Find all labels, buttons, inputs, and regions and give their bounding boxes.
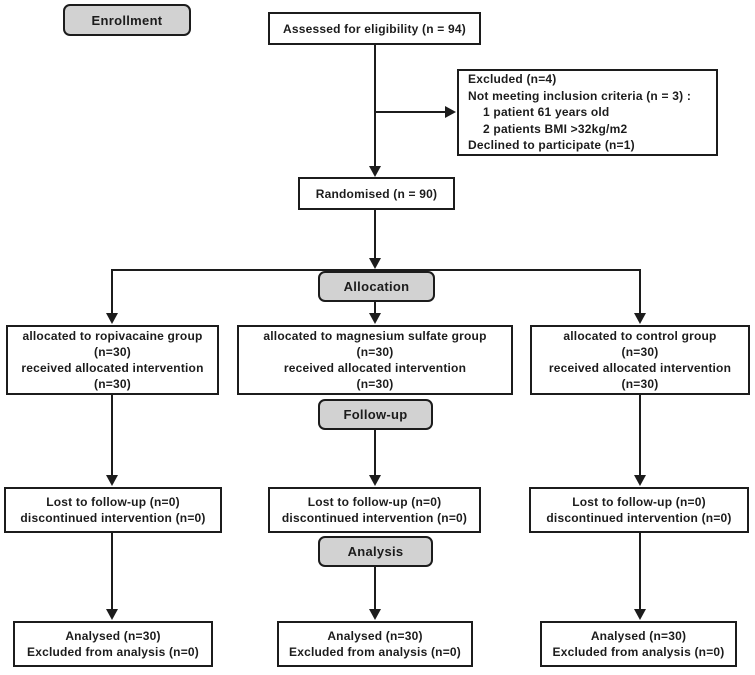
follow-up-box-control: Lost to follow-up (n=0) discontinued int… <box>529 487 749 533</box>
analysis-box-ropivacaine: Analysed (n=30) Excluded from analysis (… <box>13 621 213 667</box>
arrowhead-into-ropivacaine-allocation-icon <box>106 313 118 324</box>
allocation-line: (n=30) <box>621 345 659 359</box>
line-split-to-magnesium <box>374 300 376 314</box>
arrowhead-into-split-icon <box>369 258 381 269</box>
allocation-line: received allocated intervention <box>548 361 732 375</box>
arrowhead-into-magnesium-follow-up-icon <box>369 475 381 486</box>
allocation-line: allocated to magnesium sulfate group <box>263 329 487 343</box>
analysis-line: Excluded from analysis (n=0) <box>552 645 725 659</box>
allocation-line: allocated to control group <box>563 329 717 343</box>
line-randomised-to-split <box>374 210 376 259</box>
analysis-line: Analysed (n=30) <box>65 629 161 643</box>
arrowhead-into-control-analysis-icon <box>634 609 646 620</box>
excluded-line: Declined to participate (n=1) <box>468 138 635 153</box>
line-magnesium-to-follow-up <box>374 430 376 476</box>
stage-label-enrollment: Enrollment <box>63 4 191 36</box>
analysis-line: Excluded from analysis (n=0) <box>289 645 461 659</box>
assessed-eligibility-box: Assessed for eligibility (n = 94) <box>268 12 481 45</box>
follow-up-line: discontinued intervention (n=0) <box>20 511 206 525</box>
analysis-box-magnesium-sulfate: Analysed (n=30) Excluded from analysis (… <box>277 621 473 667</box>
analysis-box-control: Analysed (n=30) Excluded from analysis (… <box>540 621 737 667</box>
allocation-box-ropivacaine: allocated to ropivacaine group (n=30) re… <box>6 325 219 395</box>
analysis-line: Analysed (n=30) <box>327 629 423 643</box>
follow-up-line: discontinued intervention (n=0) <box>281 511 468 525</box>
allocation-line: received allocated intervention <box>283 361 467 375</box>
stage-label-follow-up: Follow-up <box>318 399 433 430</box>
stage-label-analysis: Analysis <box>318 536 433 567</box>
line-split-to-control <box>639 269 641 314</box>
line-split-to-ropivacaine <box>111 269 113 314</box>
arrowhead-into-ropivacaine-follow-up-icon <box>106 475 118 486</box>
arrowhead-into-control-allocation-icon <box>634 313 646 324</box>
arrowhead-into-magnesium-analysis-icon <box>369 609 381 620</box>
follow-up-line: Lost to follow-up (n=0) <box>46 495 180 509</box>
allocation-box-control: allocated to control group (n=30) receiv… <box>530 325 750 395</box>
randomised-box: Randomised (n = 90) <box>298 177 455 210</box>
allocation-line: (n=30) <box>621 377 659 391</box>
allocation-line: (n=30) <box>94 345 131 359</box>
allocation-line: allocated to ropivacaine group <box>22 329 203 343</box>
arrowhead-into-excluded-icon <box>445 106 456 118</box>
allocation-line: (n=30) <box>94 377 131 391</box>
line-split-horizontal <box>111 269 641 271</box>
line-ropivacaine-to-analysis <box>111 533 113 610</box>
excluded-line: 2 patients BMI >32kg/m2 <box>483 121 628 136</box>
allocation-line: received allocated intervention <box>21 361 204 375</box>
excluded-line: 1 patient 61 years old <box>483 105 610 120</box>
line-assessed-to-randomised <box>374 45 376 168</box>
line-branch-to-excluded <box>375 111 446 113</box>
analysis-line: Excluded from analysis (n=0) <box>27 645 199 659</box>
excluded-line: Excluded (n=4) <box>468 72 557 87</box>
line-control-to-analysis <box>639 533 641 610</box>
arrowhead-into-control-follow-up-icon <box>634 475 646 486</box>
follow-up-line: Lost to follow-up (n=0) <box>307 495 442 509</box>
line-magnesium-to-analysis <box>374 567 376 610</box>
line-ropivacaine-to-follow-up <box>111 395 113 476</box>
follow-up-box-ropivacaine: Lost to follow-up (n=0) discontinued int… <box>4 487 222 533</box>
allocation-line: (n=30) <box>356 345 394 359</box>
excluded-box: Excluded (n=4) Not meeting inclusion cri… <box>457 69 718 156</box>
arrowhead-into-magnesium-allocation-icon <box>369 313 381 324</box>
allocation-box-magnesium-sulfate: allocated to magnesium sulfate group (n=… <box>237 325 513 395</box>
follow-up-line: discontinued intervention (n=0) <box>546 511 732 525</box>
line-control-to-follow-up <box>639 395 641 476</box>
analysis-line: Analysed (n=30) <box>590 629 687 643</box>
follow-up-box-magnesium-sulfate: Lost to follow-up (n=0) discontinued int… <box>268 487 481 533</box>
arrowhead-into-ropivacaine-analysis-icon <box>106 609 118 620</box>
excluded-line: Not meeting inclusion criteria (n = 3) : <box>468 88 692 103</box>
allocation-line: (n=30) <box>356 377 394 391</box>
arrowhead-into-randomised-icon <box>369 166 381 177</box>
follow-up-line: Lost to follow-up (n=0) <box>572 495 706 509</box>
stage-label-allocation: Allocation <box>318 271 435 302</box>
